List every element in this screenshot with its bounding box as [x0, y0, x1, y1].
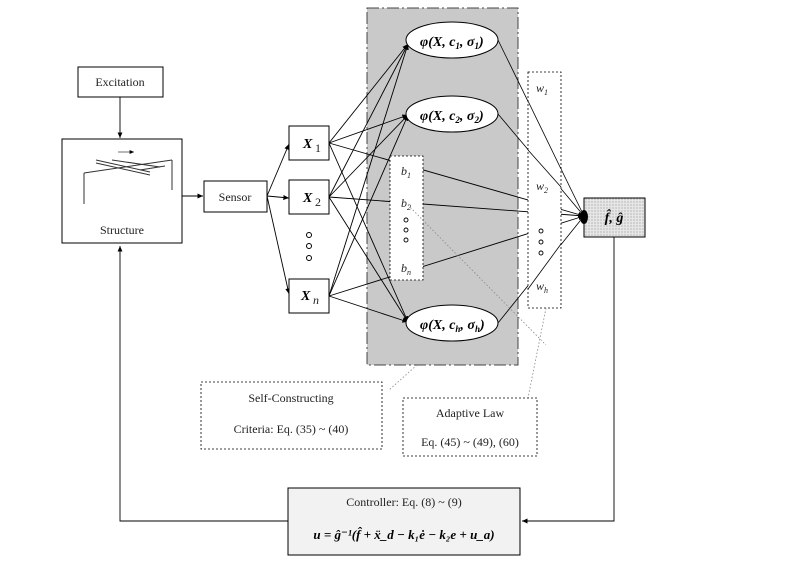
input-x1: X 1 — [288, 125, 330, 161]
self-constructing-box: Self-Constructing Criteria: Eq. (35) ~ (… — [200, 381, 383, 450]
svg-text:n: n — [313, 293, 319, 307]
svg-text:w1: w1 — [536, 81, 548, 97]
svg-text:w2: w2 — [536, 179, 548, 195]
bias-box: b1 b2 bn — [389, 155, 424, 281]
structure-block: Structure — [61, 138, 183, 244]
controller-title: Controller: Eq. (8) ~ (9) — [346, 495, 461, 509]
svg-text:wh: wh — [536, 279, 548, 295]
svg-text:Criteria: Eq. (35) ~ (40): Criteria: Eq. (35) ~ (40) — [234, 422, 349, 436]
sensor-to-x1-arrow — [266, 143, 290, 197]
sensor-to-xn-arrow — [266, 195, 291, 295]
bias-to-adaptive-leader — [402, 199, 547, 346]
sensor-to-x2-arrow — [266, 194, 290, 200]
svg-text:X: X — [300, 289, 311, 304]
input-xn: X n — [288, 278, 330, 314]
input-to-node-connections — [328, 43, 409, 323]
input-ellipsis — [306, 232, 312, 261]
svg-text:Self-Constructing: Self-Constructing — [248, 391, 333, 405]
excitation-label: Excitation — [95, 75, 144, 89]
rbf-node-1: φ(X, c1, σ1) — [405, 21, 499, 59]
svg-text:φ(X, ch, σh): φ(X, ch, σh) — [420, 318, 485, 334]
input-x2: X 2 — [288, 179, 330, 215]
self-constructing-leader — [388, 364, 418, 391]
svg-text:X: X — [302, 191, 313, 206]
rbf-node-h: φ(X, ch, σh) — [405, 304, 499, 342]
weight-box: w1 w2 wh — [527, 71, 562, 309]
structure-drawing — [83, 150, 173, 204]
controller-to-structure-arrow — [117, 246, 288, 522]
svg-text:bn: bn — [401, 261, 411, 277]
svg-text:2: 2 — [315, 195, 321, 209]
node-to-output-overlay — [527, 100, 562, 290]
sensor-block: Sensor — [203, 180, 268, 213]
rbf-node-2: φ(X, c2, σ2) — [405, 95, 499, 133]
svg-text:1: 1 — [315, 141, 321, 155]
excitation-block: Excitation — [77, 66, 164, 98]
output-to-controller-arrow — [522, 237, 615, 524]
sensor-label: Sensor — [219, 190, 252, 204]
output-label: f̂, ĝ — [605, 208, 624, 226]
controller-block: Controller: Eq. (8) ~ (9) u = ĝ⁻¹(f̂ + ẍ… — [287, 487, 521, 556]
adaptive-law-leader — [527, 307, 547, 399]
output-block: f̂, ĝ — [580, 197, 646, 238]
adaptive-law-box: Adaptive Law Eq. (45) ~ (49), (60) — [402, 397, 538, 457]
svg-text:Eq. (45) ~ (49), (60): Eq. (45) ~ (49), (60) — [421, 435, 519, 449]
svg-text:φ(X, c1, σ1): φ(X, c1, σ1) — [420, 35, 484, 51]
svg-text:φ(X, c2, σ2): φ(X, c2, σ2) — [420, 109, 484, 125]
svg-text:X: X — [302, 137, 313, 152]
structure-label: Structure — [100, 223, 144, 237]
svg-text:b2: b2 — [401, 196, 411, 212]
controller-equation: u = ĝ⁻¹(f̂ + ẍ_d − k₁ė − k₂e + u_a) — [313, 527, 494, 542]
svg-text:Adaptive Law: Adaptive Law — [436, 406, 505, 420]
svg-text:b1: b1 — [401, 164, 411, 180]
